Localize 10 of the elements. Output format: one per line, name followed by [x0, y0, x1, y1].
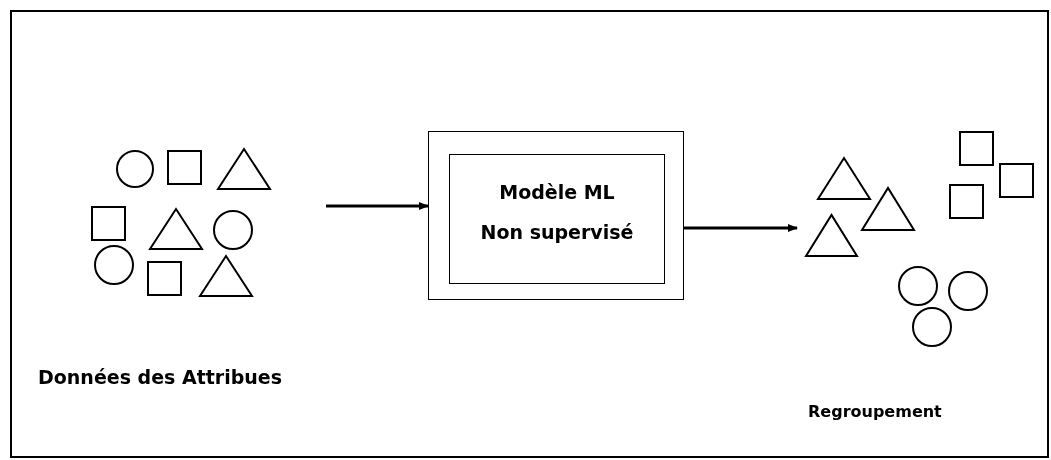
model-box: [449, 154, 665, 284]
caption-label: Données des Attribues: [38, 366, 283, 388]
arrow: [684, 224, 798, 232]
arrow: [326, 202, 429, 210]
outer-frame-box: [428, 131, 684, 300]
caption-label: Regroupement: [808, 402, 942, 421]
model-label: Non supervisé: [479, 221, 635, 243]
model-label: Modèle ML: [498, 181, 616, 203]
scattered-shapes-drawing: [90, 147, 272, 297]
clustered-shapes-drawing: [804, 129, 1035, 347]
